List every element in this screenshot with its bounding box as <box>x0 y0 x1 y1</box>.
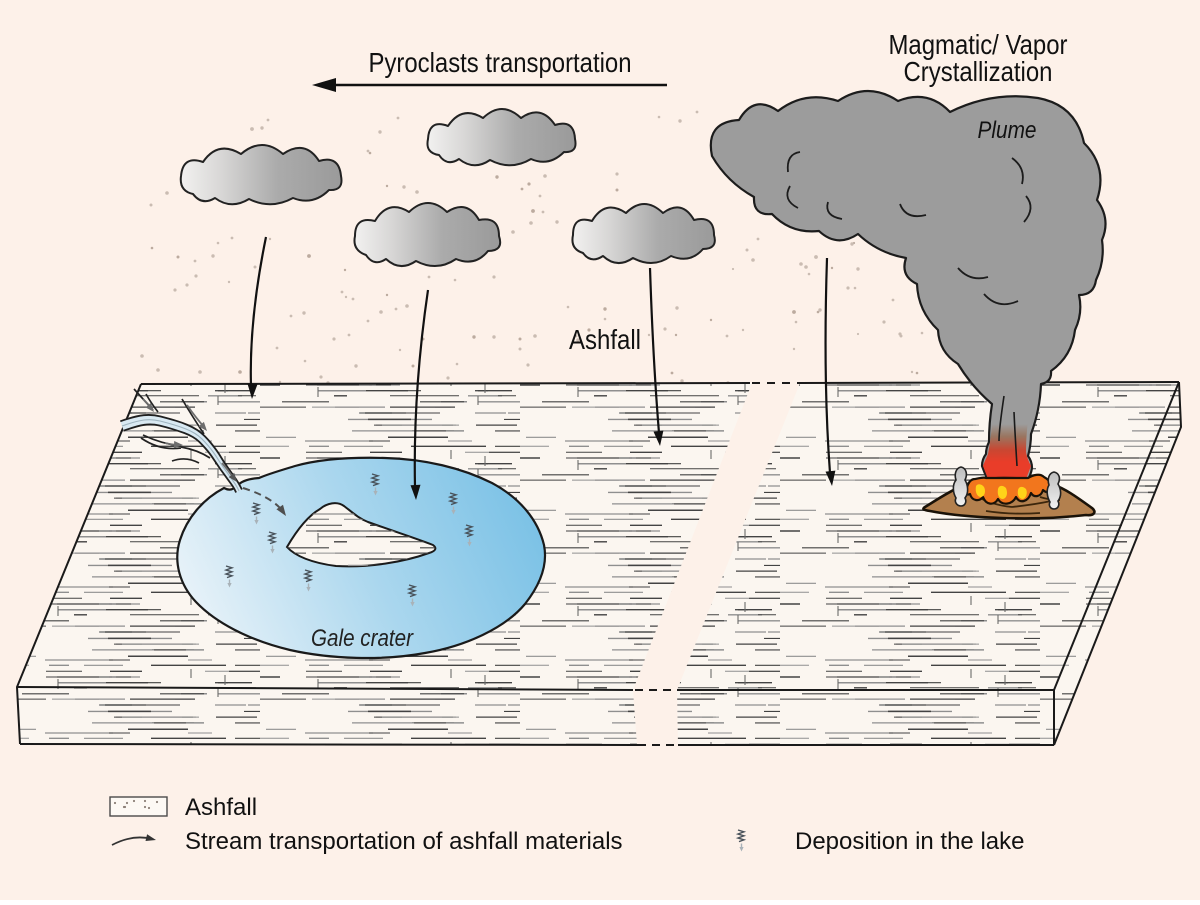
svg-text:Ashfall: Ashfall <box>569 324 641 355</box>
svg-text:Deposition in the lake: Deposition in the lake <box>795 828 1024 855</box>
svg-text:Magmatic/ Vapor: Magmatic/ Vapor <box>889 29 1068 60</box>
svg-text:Plume: Plume <box>978 117 1037 144</box>
svg-text:Stream transportation of ashfa: Stream transportation of ashfall materia… <box>185 828 623 855</box>
svg-text:Gale crater: Gale crater <box>311 625 414 652</box>
svg-text:Pyroclasts transportation: Pyroclasts transportation <box>369 47 632 78</box>
svg-text:Crystallization: Crystallization <box>904 56 1053 87</box>
svg-text:Ashfall: Ashfall <box>185 794 257 821</box>
